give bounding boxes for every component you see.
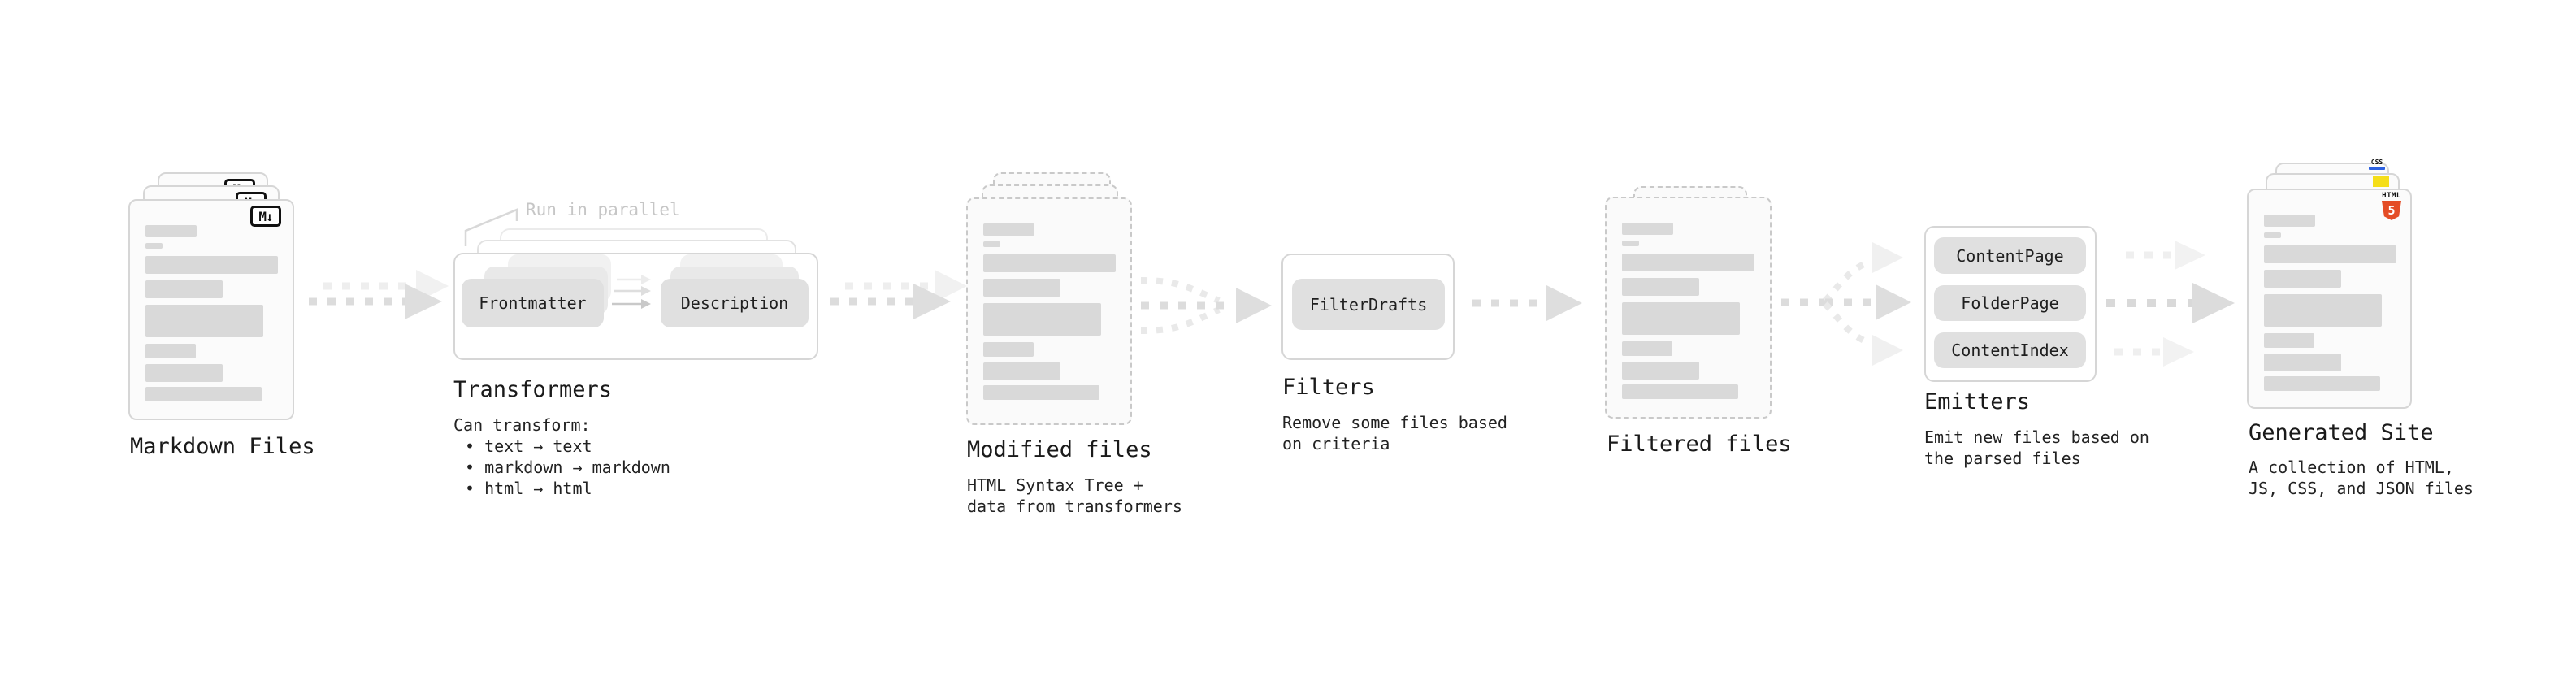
modified-file-card-front	[966, 197, 1132, 425]
file-text-bar	[1622, 302, 1740, 335]
filtered-files-label: Filtered files	[1607, 432, 1792, 457]
arrow-filters-to-filtered	[1472, 285, 1582, 321]
filters-description-line1: Remove some files based	[1282, 413, 1507, 432]
file-text-bar	[145, 280, 223, 298]
file-text-bar	[1622, 254, 1754, 271]
css-icon: CSS	[2368, 159, 2386, 170]
file-text-bar	[2264, 245, 2396, 263]
file-text-bar	[145, 344, 196, 358]
file-text-bar	[983, 279, 1060, 297]
arrow-transformers-to-modified	[830, 270, 967, 319]
file-text-bar	[1622, 278, 1699, 296]
file-text-bar	[1622, 223, 1673, 235]
transformers-description: Can transform: • text → text • markdown …	[453, 414, 670, 499]
filters-label: Filters	[1282, 375, 1375, 400]
file-text-bar	[2264, 270, 2341, 288]
filtered-file-card-front	[1605, 197, 1772, 419]
file-text-bar	[983, 241, 1000, 247]
file-text-bar	[1622, 362, 1699, 380]
file-text-bar	[2264, 376, 2380, 391]
folderpage-pill-label: FolderPage	[1961, 293, 2059, 313]
file-text-bar	[983, 362, 1060, 380]
file-text-bar	[1622, 384, 1738, 399]
generated-site-description-line1: A collection of HTML,	[2249, 458, 2454, 477]
generated-site-label: Generated Site	[2249, 420, 2434, 445]
transformers-label: Transformers	[453, 377, 613, 402]
file-text-bar	[983, 223, 1034, 236]
javascript-icon	[2373, 176, 2389, 187]
file-text-bar	[2264, 294, 2382, 327]
contentpage-pill-label: ContentPage	[1956, 245, 2064, 266]
file-text-bar	[983, 254, 1116, 272]
bullet-text-to-text: • text → text	[465, 436, 592, 456]
emitters-description-line1: Emit new files based on	[1924, 427, 2149, 447]
frontmatter-pill: Frontmatter	[462, 279, 604, 327]
emitters-description-line2: the parsed files	[1924, 449, 2081, 468]
emitters-label: Emitters	[1924, 389, 2031, 414]
filterdrafts-pill-label: FilterDrafts	[1309, 294, 1428, 314]
emitters-description: Emit new files based on the parsed files	[1924, 427, 2149, 469]
file-text-bar	[145, 364, 223, 382]
arrow-emitters-to-generated	[2106, 241, 2235, 367]
file-text-bar	[2264, 354, 2341, 371]
modified-files-description-line1: HTML Syntax Tree +	[967, 475, 1143, 495]
arrow-filtered-to-emitters-fan-out	[1781, 242, 1911, 366]
can-transform-heading: Can transform:	[453, 415, 591, 435]
bullet-markdown-to-markdown: • markdown → markdown	[465, 458, 670, 477]
generated-site-description-line2: JS, CSS, and JSON files	[2249, 479, 2474, 498]
file-text-bar	[145, 387, 262, 401]
file-text-bar	[1622, 341, 1672, 356]
description-pill: Description	[661, 279, 809, 327]
file-text-bar	[2264, 215, 2315, 227]
html5-icon-number: 5	[2387, 203, 2396, 218]
filters-description-line2: on criteria	[1282, 434, 1390, 453]
file-text-bar	[983, 342, 1034, 357]
markdown-files-label: Markdown Files	[130, 434, 315, 459]
file-text-bar	[145, 305, 263, 337]
file-text-bar	[145, 243, 163, 249]
bullet-html-to-html: • html → html	[465, 479, 592, 498]
filters-description: Remove some files based on criteria	[1282, 412, 1507, 454]
modified-files-label: Modified files	[967, 437, 1152, 462]
css-icon-label: CSS	[2370, 158, 2383, 166]
arrow-markdown-to-transformers	[309, 270, 449, 319]
html5-icon-shield: 5	[2382, 201, 2401, 220]
pill-to-pill-arrows	[612, 275, 651, 309]
generated-site-description: A collection of HTML, JS, CSS, and JSON …	[2249, 457, 2474, 499]
generated-file-card-front	[2247, 189, 2412, 409]
css-icon-bar	[2369, 167, 2385, 170]
file-text-bar	[2264, 333, 2314, 348]
file-text-bar	[983, 303, 1101, 336]
frontmatter-pill-label: Frontmatter	[479, 293, 587, 313]
arrow-modified-to-filters-fan-in	[1140, 277, 1272, 334]
description-pill-label: Description	[680, 293, 789, 313]
run-in-parallel-annotation: Run in parallel	[526, 200, 680, 219]
file-text-bar	[983, 385, 1099, 400]
modified-files-description-line2: data from transformers	[967, 497, 1182, 516]
contentpage-pill: ContentPage	[1934, 237, 2086, 274]
contentindex-pill: ContentIndex	[1934, 332, 2086, 368]
html5-icon: HTML 5	[2379, 193, 2404, 220]
contentindex-pill-label: ContentIndex	[1951, 340, 2069, 360]
file-text-bar	[145, 225, 197, 237]
file-text-bar	[2264, 232, 2281, 238]
modified-files-description: HTML Syntax Tree + data from transformer…	[967, 475, 1182, 517]
filterdrafts-pill: FilterDrafts	[1292, 279, 1445, 330]
html5-icon-label: HTML	[2382, 192, 2401, 200]
folderpage-pill: FolderPage	[1934, 285, 2086, 321]
file-text-bar	[1622, 241, 1639, 246]
markdown-icon: M↓	[250, 206, 281, 227]
markdown-file-card-front: M↓	[128, 199, 294, 420]
file-text-bar	[145, 256, 278, 274]
